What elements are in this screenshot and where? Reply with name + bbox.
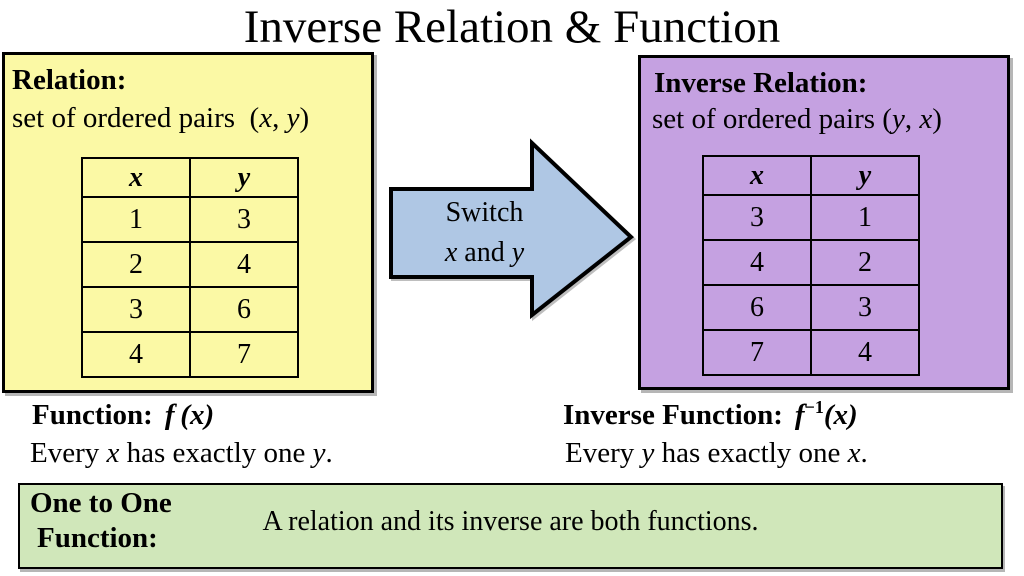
- var: x: [106, 437, 120, 469]
- right-arrow-icon: [389, 138, 635, 320]
- inverse-subtitle-prefix: set of ordered pairs (: [652, 103, 892, 135]
- inverse-function-label: Inverse Function:: [563, 399, 783, 431]
- switch-var2: y: [511, 236, 525, 268]
- function-label-line: Function: f (x): [32, 399, 214, 432]
- slide-title: Inverse Relation & Function: [243, 1, 781, 53]
- table-row: 6 3: [702, 284, 920, 331]
- table-row: 3 6: [81, 286, 299, 333]
- cell: 6: [702, 284, 812, 331]
- cell: 6: [189, 286, 299, 333]
- cell: 4: [189, 241, 299, 288]
- switch-var1: x: [444, 236, 458, 268]
- notation-args: (x): [823, 399, 858, 431]
- relation-table: x y 1 3 2 4 3 6 4 7: [81, 157, 299, 378]
- relation-col-x: x: [81, 157, 191, 198]
- inverse-function-label-line: Inverse Function: f−1(x): [563, 397, 858, 432]
- inverse-subtitle-var2: x: [919, 103, 933, 135]
- cell: 3: [810, 284, 920, 331]
- relation-subtitle-var1: x: [259, 102, 273, 134]
- switch-mid: and: [457, 236, 512, 268]
- relation-col-y: y: [189, 157, 299, 198]
- function-label: Function:: [32, 399, 153, 431]
- inverse-col-x: x: [702, 155, 812, 196]
- table-header-row: x y: [702, 155, 920, 196]
- cell: 3: [81, 286, 191, 333]
- function-rule-line: Every x has exactly one y.: [30, 437, 333, 470]
- inverse-relation-subtitle: set of ordered pairs (y, x): [652, 103, 942, 136]
- table-row: 7 4: [702, 329, 920, 376]
- var: y: [641, 437, 655, 469]
- text: Every: [30, 437, 107, 469]
- one-to-one-sentence: A relation and its inverse are both func…: [262, 506, 759, 537]
- relation-subtitle-var2: y: [286, 102, 300, 134]
- cell: 4: [810, 329, 920, 376]
- inverse-relation-table: x y 3 1 4 2 6 3 7 4: [702, 155, 920, 376]
- inverse-subtitle-var1: y: [891, 103, 905, 135]
- relation-subtitle: set of ordered pairs (x, y): [12, 102, 309, 135]
- switch-line1: Switch: [445, 197, 524, 228]
- inverse-subtitle-sep: ,: [904, 103, 920, 135]
- relation-subtitle-suffix: ): [299, 102, 310, 134]
- one-to-one-heading-line2: Function:: [37, 522, 158, 554]
- table-row: 4 2: [702, 239, 920, 286]
- table-header-row: x y: [81, 157, 299, 198]
- inverse-relation-heading: Inverse Relation:: [654, 67, 868, 99]
- text: has exactly one: [119, 437, 313, 469]
- cell: 1: [810, 194, 920, 241]
- cell: 4: [81, 331, 191, 378]
- notation-superscript: −1: [804, 397, 824, 417]
- switch-line2: x and y: [402, 233, 567, 273]
- text: .: [325, 437, 333, 469]
- cell: 2: [81, 241, 191, 288]
- text: has exactly one: [654, 437, 848, 469]
- one-to-one-box: One to One Function: A relation and its …: [18, 483, 1003, 569]
- var: y: [312, 437, 326, 469]
- relation-subtitle-prefix: set of ordered pairs (: [12, 102, 260, 134]
- cell: 2: [810, 239, 920, 286]
- cell: 7: [189, 331, 299, 378]
- cell: 7: [702, 329, 812, 376]
- table-row: 1 3: [81, 196, 299, 243]
- text: Every: [565, 437, 642, 469]
- cell: 3: [702, 194, 812, 241]
- cell: 3: [189, 196, 299, 243]
- inverse-col-y: y: [810, 155, 920, 196]
- function-notation: f (x): [164, 399, 215, 431]
- one-to-one-heading-line1: One to One: [30, 487, 172, 519]
- relation-subtitle-sep: ,: [272, 102, 287, 134]
- relation-heading: Relation:: [12, 64, 127, 96]
- var: x: [847, 437, 861, 469]
- table-row: 3 1: [702, 194, 920, 241]
- cell: 4: [702, 239, 812, 286]
- switch-arrow-label: Switch x and y: [402, 193, 567, 273]
- inverse-function-rule-line: Every y has exactly one x.: [565, 437, 868, 470]
- cell: 1: [81, 196, 191, 243]
- inverse-subtitle-suffix: ): [932, 103, 942, 135]
- table-row: 4 7: [81, 331, 299, 378]
- inverse-function-notation: f−1(x): [794, 397, 858, 431]
- table-row: 2 4: [81, 241, 299, 288]
- notation-base: f: [794, 399, 805, 431]
- text: .: [860, 437, 868, 469]
